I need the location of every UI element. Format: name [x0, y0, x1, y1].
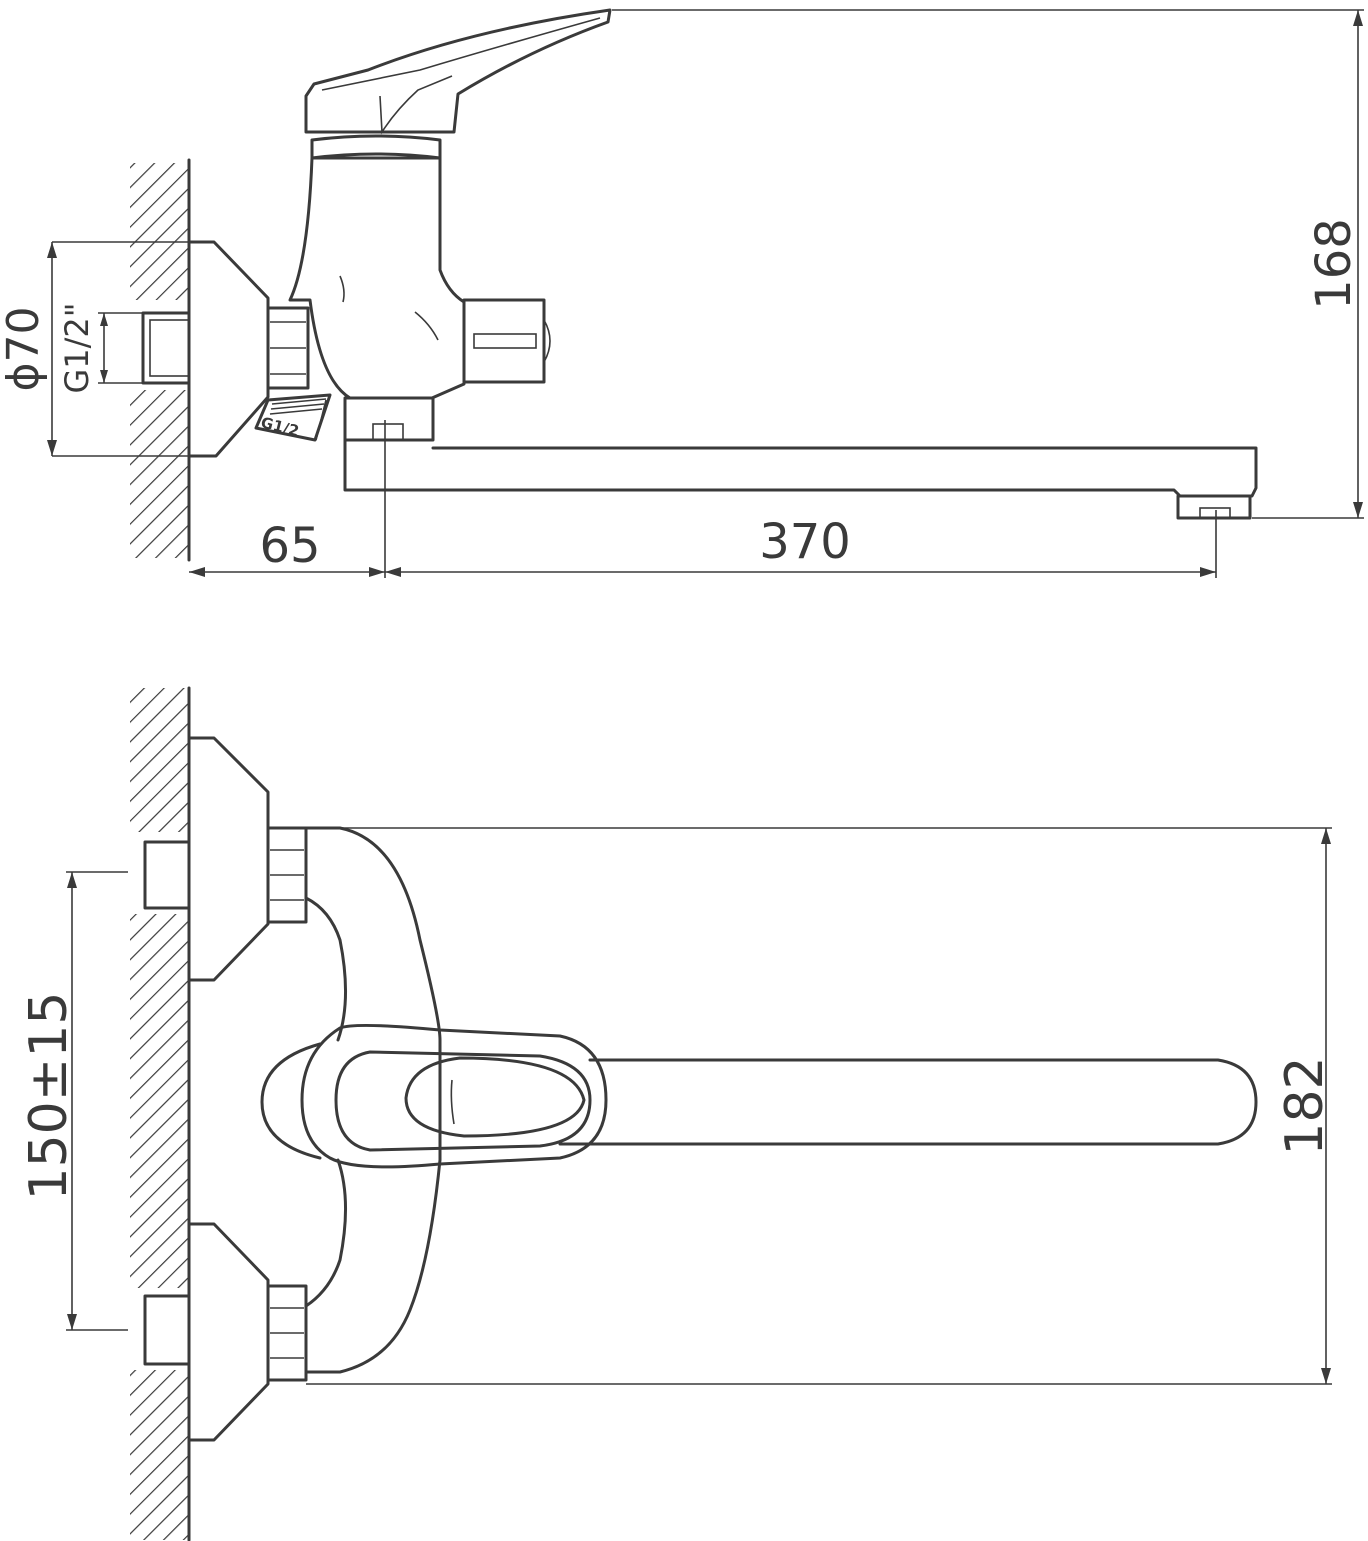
body-inner-lower: [304, 1158, 348, 1308]
handle-mid-top: [334, 1050, 592, 1152]
top-view: [130, 686, 1258, 1541]
pipe-stub-upper: [143, 840, 191, 910]
body-collar: [310, 134, 442, 160]
spout-top: [558, 1058, 1258, 1146]
dim-spout-label: 370: [759, 514, 851, 570]
side-dimensions: ϕ70 G1/2" G1/2 168 65 370: [0, 9, 1364, 578]
escutcheon-lower: [187, 1222, 270, 1442]
handle-inner-top: [404, 1056, 586, 1138]
dim-thread-label: G1/2": [58, 302, 96, 393]
handle-outer-top: [300, 1023, 608, 1169]
dim-height-label: 168: [1306, 218, 1362, 310]
eccentric-nut-side: [266, 306, 310, 390]
body-boss: [260, 1042, 322, 1160]
nut-lower: [266, 1284, 308, 1382]
pipe-stub-lower: [143, 1294, 191, 1366]
spout-side: [343, 438, 1258, 498]
body-inner-upper: [304, 896, 348, 1042]
side-view: [130, 8, 1258, 562]
body-outline-top: [304, 826, 442, 1374]
wall-hatch-top: [130, 688, 188, 1540]
mixer-body-side: [288, 156, 466, 400]
dim-outlet-thread-label: G1/2: [259, 413, 301, 440]
dim-diameter-label: ϕ70: [0, 306, 49, 391]
spout-base-side: [343, 396, 435, 442]
top-dimensions: 150±15 182: [19, 827, 1335, 1385]
diverter-knob-side: [462, 298, 546, 384]
handle-lever-side: [304, 8, 612, 134]
dim-width-label: 182: [1275, 1056, 1335, 1155]
dim-offset-label: 65: [259, 518, 320, 574]
nut-upper: [266, 826, 308, 924]
escutcheon-upper: [187, 736, 270, 982]
dim-spacing-label: 150±15: [19, 992, 79, 1201]
aerator-side: [1176, 494, 1252, 520]
angled-outlet: [254, 393, 332, 442]
